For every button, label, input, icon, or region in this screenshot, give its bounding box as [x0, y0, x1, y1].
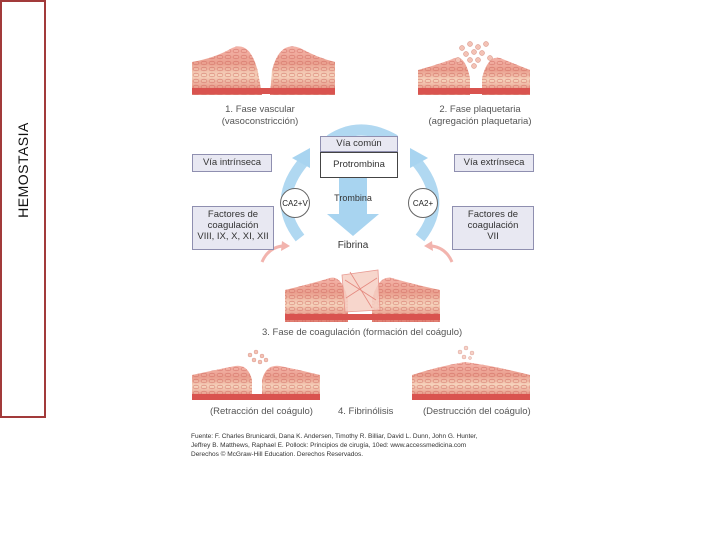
retraction-caption: (Retracción del coágulo) — [210, 406, 313, 417]
fibrina-label: Fibrina — [337, 240, 369, 251]
protrombina-box: Protrombina — [320, 152, 398, 178]
source-citation: Fuente: F. Charles Brunicardi, Dana K. A… — [191, 433, 478, 458]
fibrin-arrow — [327, 178, 379, 236]
phase3-caption: 3. Fase de coagulación (formación del co… — [262, 327, 463, 338]
fibrinolysis-caption: 4. Fibrinólisis — [338, 406, 394, 417]
via-comun-box: Vía común — [320, 136, 398, 152]
phase1-caption: 1. Fase vascular (vasoconstricción) — [221, 104, 299, 127]
clot-destruction-illustration — [412, 345, 530, 400]
trombina-label: Trombina — [334, 193, 372, 203]
side-label-box: HEMOSTASIA — [0, 0, 46, 418]
destruction-caption: (Destrucción del coágulo) — [423, 406, 531, 417]
via-extrinseca-box: Vía extrínseca — [454, 154, 534, 172]
via-intrinseca-box: Vía intrínseca — [192, 154, 272, 172]
platelet-phase-illustration — [418, 41, 530, 95]
vascular-phase-illustration — [192, 46, 335, 95]
factores-extrinseca-box: Factores de coagulación VII — [452, 206, 534, 250]
coagulation-phase-illustration — [285, 269, 440, 322]
factores-intrinseca-box: Factores de coagulación VIII, IX, X, XI,… — [192, 206, 274, 250]
clot-retraction-illustration — [192, 349, 320, 400]
phase2-caption: 2. Fase plaquetaria (agregación plaqueta… — [428, 104, 532, 127]
calcium-right-badge: CA2+ — [408, 188, 438, 218]
calcium-left-badge: CA2+V — [280, 188, 310, 218]
